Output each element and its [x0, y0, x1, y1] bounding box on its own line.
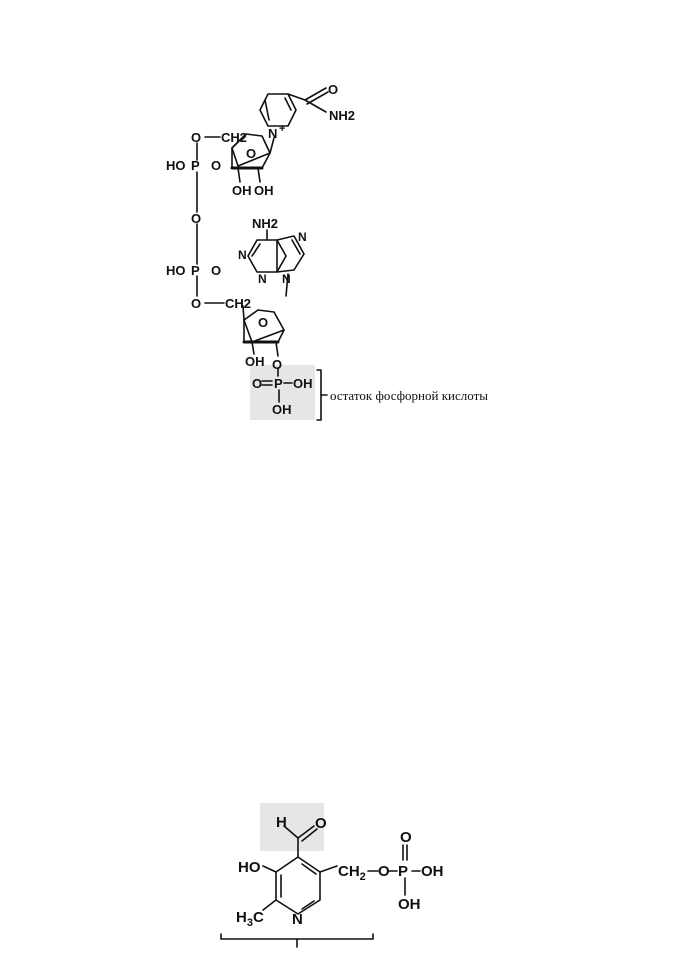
label-o-p2: O: [211, 263, 221, 278]
label-o-top: O: [400, 829, 412, 846]
label-oh-p3-b: OH: [272, 402, 292, 417]
label-nh2-adenine: NH2: [252, 216, 278, 231]
label-o-link-1: O: [191, 130, 201, 145]
label-oh-b: OH: [254, 183, 274, 198]
label-n-b: N: [258, 272, 267, 286]
label-nh2-amide: NH2: [329, 108, 355, 123]
label-o-link: O: [378, 863, 390, 880]
label-oh-right: OH: [421, 863, 444, 880]
label-oh-bottom: OH: [398, 896, 421, 913]
plp-structure: H O HO CH2 O P O OH OH H3C N: [220, 803, 444, 948]
label-n-a: N: [238, 248, 247, 262]
label-oh-p3-a: OH: [293, 376, 313, 391]
adenine-ring-5: [276, 235, 305, 273]
label-o-carbonyl: O: [328, 82, 338, 97]
label-p3: P: [274, 376, 283, 391]
label-o-bridge: O: [191, 211, 201, 226]
label-ring-o-1: O: [246, 146, 256, 161]
label-ch2-2: CH2: [225, 296, 251, 311]
label-oh-c: OH: [245, 354, 265, 369]
label-o-aldehyde: O: [315, 815, 327, 832]
label-n-c: N: [298, 230, 307, 244]
label-h3c: H3C: [236, 909, 264, 929]
label-o-p1: O: [211, 158, 221, 173]
label-n-plus: N: [268, 126, 277, 141]
label-o-phosphate: O: [272, 357, 282, 372]
label-ch2: CH2: [338, 863, 366, 883]
label-o-double: O: [252, 376, 262, 391]
label-ho-p1: HO: [166, 158, 186, 173]
label-p2: P: [191, 263, 200, 278]
label-ring-o-2: O: [258, 315, 268, 330]
label-o-link-2: O: [191, 296, 201, 311]
label-n-ring: N: [292, 911, 303, 928]
ribose-ring-2: [243, 309, 285, 343]
label-ch2-1: CH2: [221, 130, 247, 145]
label-ho-p2: HO: [166, 263, 186, 278]
nadp-structure: O NH2 N + O CH2 HO P O O OH OH O NH2 N N…: [166, 82, 488, 421]
label-plus-charge: +: [279, 123, 285, 135]
phosphate-annotation: остаток фосфорной кислоты: [330, 388, 488, 403]
phosphate-highlight: [250, 365, 315, 420]
adenine-ring-6: [247, 239, 287, 273]
pyridine-ring: [275, 856, 321, 915]
ribose-ring-1: [231, 133, 271, 167]
label-p1: P: [191, 158, 200, 173]
label-h-aldehyde: H: [276, 814, 287, 831]
label-oh-a: OH: [232, 183, 252, 198]
label-ho-ring: HO: [238, 859, 261, 876]
label-n-d: N: [282, 272, 291, 286]
label-p: P: [398, 863, 408, 880]
